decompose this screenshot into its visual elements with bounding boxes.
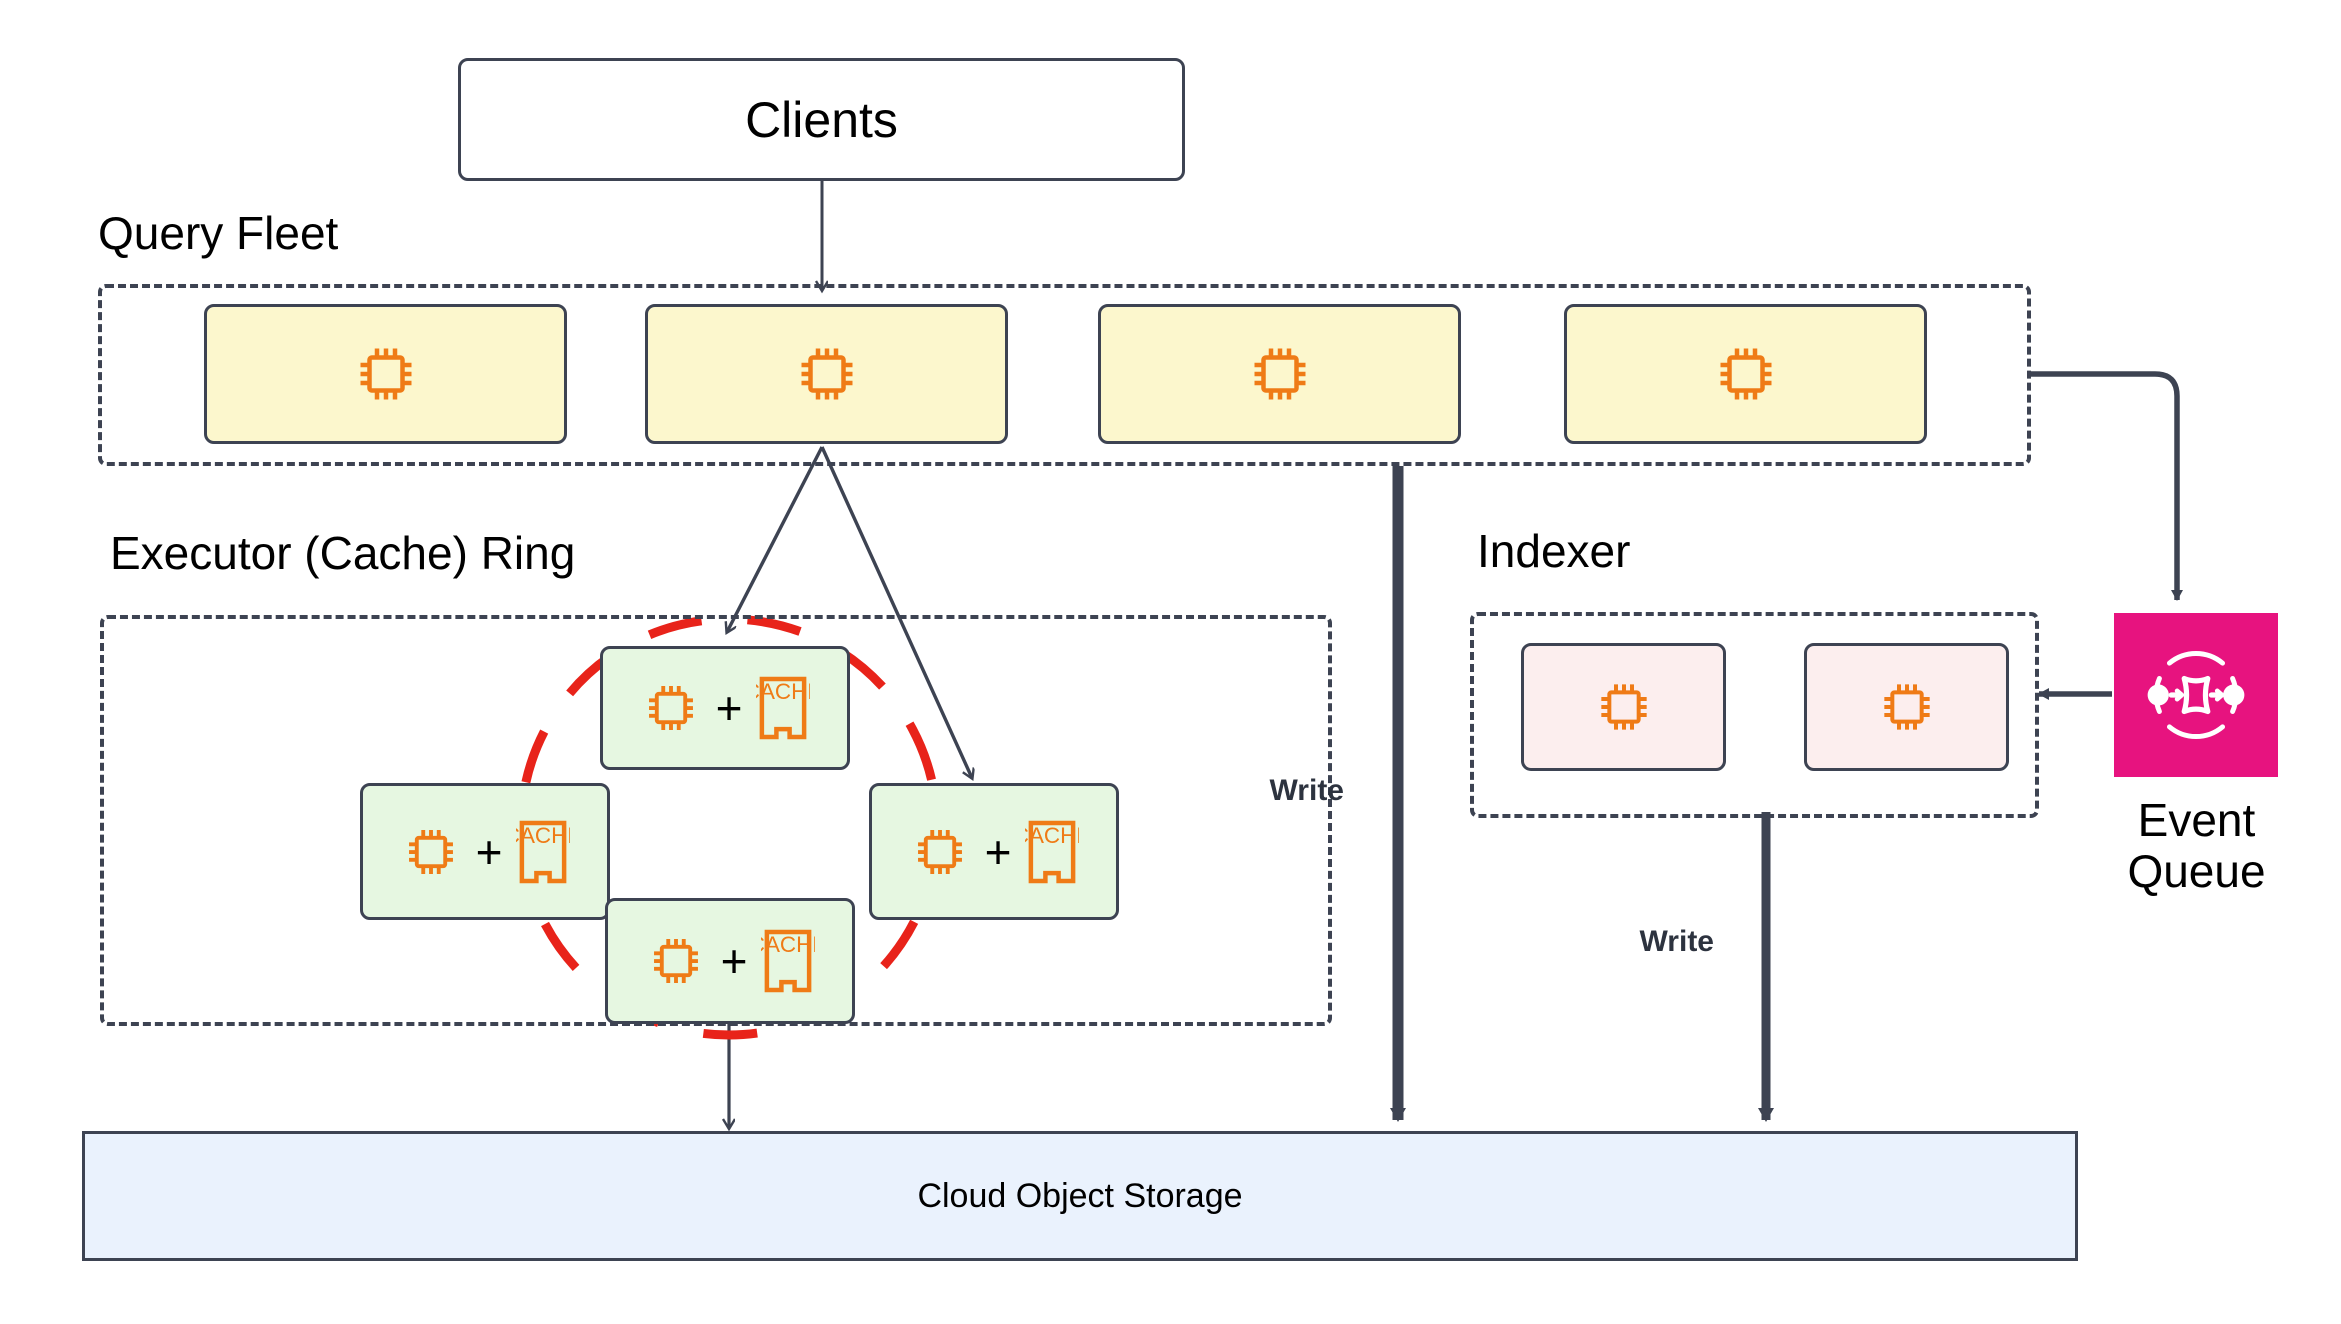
- cpu-chip-icon: [360, 348, 411, 400]
- clients-label: Clients: [745, 91, 898, 148]
- edge-queryfleet-to-event-queue: [2031, 371, 2183, 601]
- event-queue-label-line1: Event: [2137, 794, 2256, 846]
- executor-ring-group: [100, 615, 1332, 1026]
- cpu-chip-icon: [653, 939, 698, 983]
- cloud-object-storage-label: Cloud Object Storage: [917, 1176, 1243, 1215]
- indexer-node-2[interactable]: [1804, 643, 2009, 771]
- plus-sign: +: [475, 825, 503, 878]
- cpu-chip-icon: [1600, 684, 1647, 730]
- cache-icon-label: CACHE: [756, 679, 810, 704]
- plus-sign: +: [715, 682, 743, 734]
- cache-icon-label: CACHE: [761, 932, 815, 957]
- cache-icon: CACHE: [1025, 820, 1079, 883]
- query-fleet-node-2[interactable]: [645, 304, 1008, 444]
- edge-queryfleet-to-executor-right: [820, 446, 972, 778]
- indexer-node-1[interactable]: [1521, 643, 1726, 771]
- cpu-chip-icon: [648, 686, 693, 730]
- query-fleet-group: [98, 284, 2031, 466]
- executor-node-right[interactable]: + CACHE: [869, 783, 1119, 920]
- cpu-chip-icon: [408, 829, 453, 874]
- cloud-object-storage-box[interactable]: Cloud Object Storage: [82, 1131, 2078, 1261]
- plus-sign: +: [720, 935, 748, 987]
- write-label-query-fleet: Write: [1269, 774, 1344, 807]
- executor-node-left[interactable]: + CACHE: [360, 783, 610, 920]
- cache-icon: CACHE: [761, 929, 815, 993]
- cache-icon-label: CACHE: [1025, 822, 1079, 847]
- indexer-group: [1470, 612, 2039, 818]
- event-queue-caption: Event Queue: [2074, 795, 2319, 896]
- edge-queryfleet-to-executor-top: [727, 446, 824, 632]
- cpu-chip-icon: [1720, 348, 1771, 400]
- cpu-chip-icon: [1254, 348, 1305, 400]
- executor-node-bottom[interactable]: + CACHE: [605, 898, 855, 1024]
- cpu-chip-icon: [801, 348, 852, 400]
- executor-node-top[interactable]: + CACHE: [600, 646, 850, 770]
- event-queue-label-line2: Queue: [2127, 844, 2266, 897]
- query-fleet-node-3[interactable]: [1098, 304, 1461, 444]
- query-fleet-node-1[interactable]: [204, 304, 567, 444]
- write-label-indexer: Write: [1639, 925, 1714, 958]
- cpu-chip-icon: [1883, 684, 1930, 730]
- executor-ring-group-label: Executor (Cache) Ring: [110, 527, 576, 579]
- event-queue-icon: [2147, 651, 2245, 739]
- indexer-group-label: Indexer: [1477, 525, 1631, 577]
- cache-icon: CACHE: [756, 676, 810, 740]
- cpu-chip-icon: [917, 829, 962, 874]
- query-fleet-node-4[interactable]: [1564, 304, 1927, 444]
- clients-box[interactable]: Clients: [458, 58, 1185, 181]
- query-fleet-group-label: Query Fleet: [98, 207, 339, 259]
- cache-icon-label: CACHE: [516, 822, 570, 847]
- plus-sign: +: [984, 825, 1012, 878]
- event-queue-box[interactable]: [2114, 613, 2278, 777]
- cache-icon: CACHE: [516, 820, 570, 883]
